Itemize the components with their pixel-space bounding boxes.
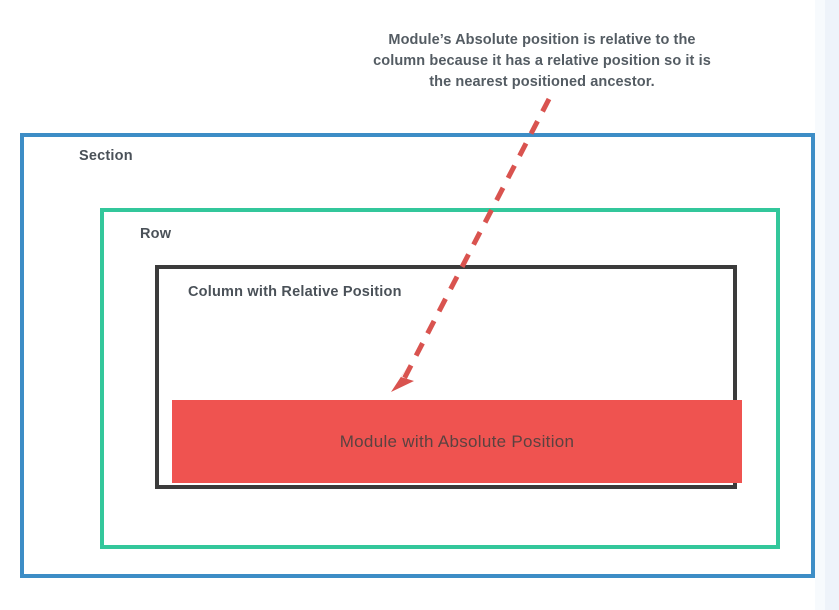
module-label: Module with Absolute Position — [339, 431, 575, 451]
module-box: Module with Absolute Position — [172, 400, 742, 483]
column-label: Column with Relative Position — [188, 284, 402, 300]
page-right-strip — [825, 0, 839, 610]
section-label: Section — [79, 148, 133, 164]
annotation-text: Module’s Absolute position is relative t… — [373, 32, 711, 90]
row-label: Row — [140, 226, 172, 242]
page-edge-gutter — [815, 0, 825, 610]
